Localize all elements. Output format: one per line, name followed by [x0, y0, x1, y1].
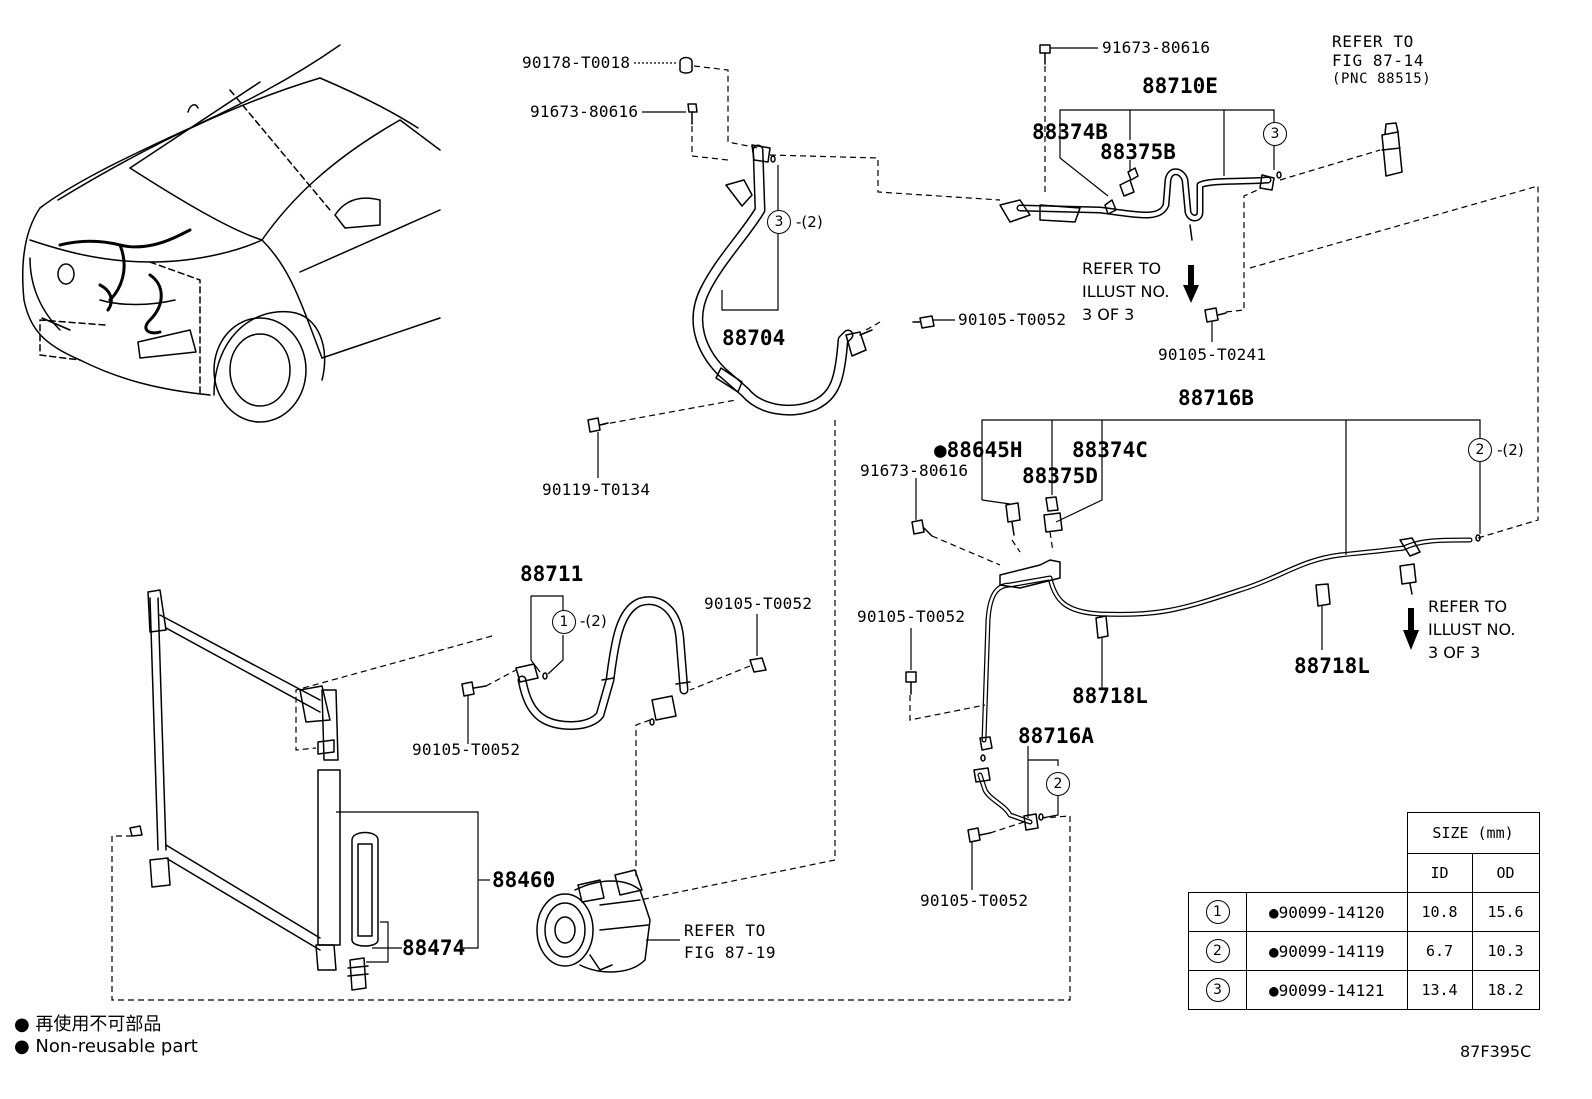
o-ring-qty: -(2) [580, 612, 607, 630]
figure-code: 87F395C [1460, 1042, 1532, 1061]
refer-illust-top: REFER TO ILLUST NO. 3 OF 3 [1082, 259, 1170, 324]
discharge-hose-88711 [515, 596, 691, 730]
part-label-88375d: 88375D [1022, 464, 1098, 488]
discharge-hose-88704 [692, 144, 873, 416]
dashed-leaders [111, 65, 1539, 1001]
part-label-88374b: 88374B [1032, 120, 1108, 144]
part-label-88374c: 88374C [1072, 438, 1148, 462]
part-label-88710e: 88710E [1142, 74, 1218, 98]
liquid-pipe-88716a [973, 736, 1039, 831]
o-ring-size-table: SIZE (mm) ID OD 1 ●90099-14120 10.8 15.6… [1188, 812, 1540, 1010]
table-row: 2 ●90099-14119 6.7 10.3 [1188, 931, 1540, 971]
part-label-90178-t0018: 90178-T0018 [522, 53, 631, 72]
o-ring-qty: -(2) [1497, 441, 1524, 459]
part-label-88704: 88704 [722, 326, 786, 350]
id-header: ID [1406, 853, 1473, 893]
part-label-88716a: 88716A [1018, 724, 1094, 748]
solid-leaders [336, 47, 1481, 963]
legend-english: ● Non-reusable part [14, 1036, 198, 1057]
liquid-pipe-88716b [981, 496, 1473, 743]
legend-japanese: ● 再使用不可部品 [14, 1014, 162, 1035]
part-label-88711: 88711 [520, 562, 584, 586]
refer-arrows [1183, 265, 1419, 650]
part-label-91673-80616: 91673-80616 [530, 102, 639, 121]
condenser-88460 [129, 589, 379, 991]
part-label-90105-t0052: 90105-T0052 [412, 740, 521, 759]
part-label-88645h: ●88645H [934, 438, 1023, 462]
refer-fig-87-14: REFER TO FIG 87-14 (PNC 88515) [1332, 32, 1432, 87]
table-row: 1 ●90099-14120 10.8 15.6 [1188, 892, 1540, 932]
table-row: 3 ●90099-14121 13.4 18.2 [1188, 970, 1540, 1010]
part-label-90105-t0052: 90105-T0052 [704, 594, 813, 613]
part-label-91673-80616: 91673-80616 [1102, 38, 1211, 57]
part-label-88716b: 88716B [1178, 386, 1254, 410]
part-label-91673-80616: 91673-80616 [860, 461, 969, 480]
od-header: OD [1471, 853, 1540, 893]
part-label-90105-t0241: 90105-T0241 [1158, 345, 1267, 364]
part-label-90105-t0052: 90105-T0052 [857, 607, 966, 626]
part-label-90105-t0052: 90105-T0052 [920, 891, 1029, 910]
suction-pipe-88710e [999, 122, 1403, 241]
o-ring-callout-2: 2 [1046, 772, 1070, 796]
part-label-88718l: 88718L [1072, 684, 1148, 708]
o-rings [542, 155, 1481, 821]
o-ring-callout-1: 1 [552, 610, 576, 634]
compressor [536, 869, 651, 973]
refer-illust-right: REFER TO ILLUST NO. 3 OF 3 [1428, 597, 1516, 662]
o-ring-callout-2: 2 [1468, 438, 1492, 462]
part-label-90105-t0052: 90105-T0052 [958, 310, 1067, 329]
o-ring-callout-3: 3 [767, 210, 791, 234]
bolts [461, 44, 1227, 843]
part-label-88375b: 88375B [1100, 140, 1176, 164]
part-label-88718l: 88718L [1294, 654, 1370, 678]
vehicle-illustration [21, 44, 441, 423]
part-label-90119-t0134: 90119-T0134 [542, 480, 651, 499]
size-header: SIZE (mm) [1406, 812, 1540, 854]
refer-fig-87-19: REFER TO FIG 87-19 [684, 921, 777, 962]
part-label-88474: 88474 [402, 936, 466, 960]
part-label-88460: 88460 [492, 868, 556, 892]
o-ring-qty: -(2) [796, 213, 823, 231]
o-ring-callout-3: 3 [1263, 122, 1287, 146]
